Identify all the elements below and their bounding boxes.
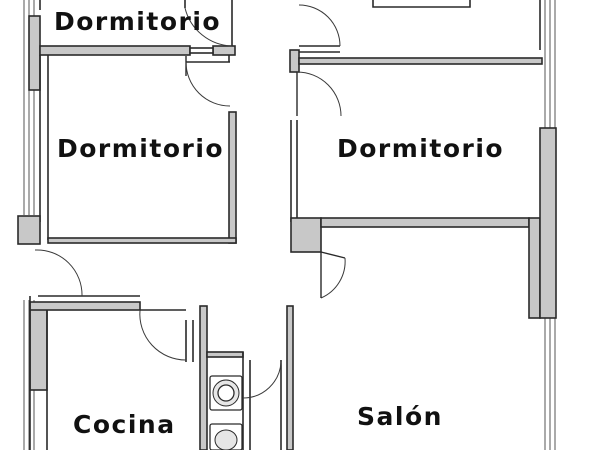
room-salon [280, 305, 294, 450]
door-swing-icon [242, 361, 282, 399]
wall-pier-left-middle [17, 215, 41, 245]
window-right-lower [544, 318, 556, 450]
wall-pier-left-upper [28, 15, 41, 91]
door-swing-icon [298, 4, 341, 47]
door-swing-icon [320, 251, 346, 299]
room-label-dormitorio-right: Dormitorio [337, 134, 504, 163]
room-label-cocina: Cocina [73, 410, 176, 439]
room-dormitorio-right [290, 120, 557, 319]
toilet-icon [209, 423, 243, 450]
room-cocina [29, 295, 141, 450]
door-swing-icon [184, 7, 233, 47]
door-swing-icon [34, 249, 83, 297]
window-right-upper [544, 0, 556, 128]
room-bano [185, 305, 251, 450]
door-swing-icon [139, 309, 187, 361]
washbasin-icon [209, 375, 243, 411]
door-swing-icon [185, 61, 231, 107]
wall-top-right-bottom [289, 49, 543, 73]
door-swing-icon [296, 71, 342, 117]
room-label-dormitorio-top: Dormitorio [54, 7, 221, 36]
room-dormitorio-left [39, 55, 237, 244]
room-label-dormitorio-left: Dormitorio [57, 134, 224, 163]
wall-dormitorio-top-bottom [39, 45, 236, 56]
room-label-salon: Salón [357, 402, 443, 431]
top-structure [39, 0, 541, 50]
